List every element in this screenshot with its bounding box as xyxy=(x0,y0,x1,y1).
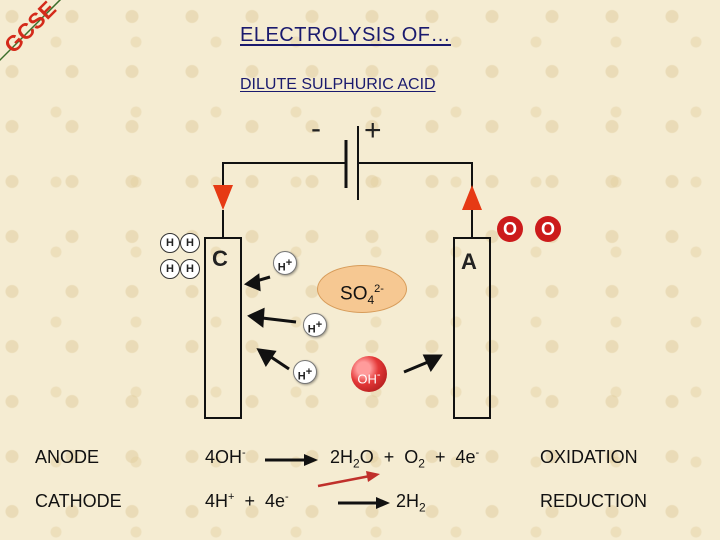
hydrogen-atom: H xyxy=(180,259,200,279)
ion-arrow-to-anode xyxy=(403,354,443,374)
hydrogen-ion: H+ xyxy=(293,360,317,384)
anode-label: A xyxy=(461,249,477,274)
cathode-equation-label: CATHODE xyxy=(35,491,122,511)
page-title: ELECTROLYSIS OF… xyxy=(240,24,452,46)
oxygen-atom: O xyxy=(497,216,523,242)
equation-arrows xyxy=(265,454,390,509)
sulphate-ion: SO42- xyxy=(317,265,407,313)
anode-marker xyxy=(462,185,482,210)
battery-positive-sign: + xyxy=(364,114,382,147)
oxygen-atom: O xyxy=(535,216,561,242)
battery-negative-sign: - xyxy=(311,112,321,145)
hydrogen-ion: H+ xyxy=(273,251,297,275)
hydrogen-atom: H xyxy=(160,233,180,253)
cathode-product: 2H2 xyxy=(396,491,426,515)
ion-arrows-to-cathode xyxy=(243,273,297,371)
gcse-logo: GCSE xyxy=(0,0,62,62)
anode-products: 2H2O + O2 + 4e- xyxy=(330,447,480,471)
cathode-label: C xyxy=(212,246,228,271)
hydrogen-atom: H xyxy=(160,259,180,279)
anode-reaction-type: OXIDATION xyxy=(540,447,638,467)
hydroxide-ion: OH- xyxy=(351,356,387,392)
cathode-marker xyxy=(213,185,233,210)
page-subtitle: DILUTE SULPHURIC ACID xyxy=(240,76,436,93)
cathode-reactants: 4H+ + 4e- xyxy=(205,491,289,511)
anode-reactant: 4OH- xyxy=(205,447,246,467)
hydrogen-atom: H xyxy=(180,233,200,253)
cathode-reaction-type: REDUCTION xyxy=(540,491,647,511)
hydrogen-ion: H+ xyxy=(303,313,327,337)
anode-equation-label: ANODE xyxy=(35,447,100,467)
